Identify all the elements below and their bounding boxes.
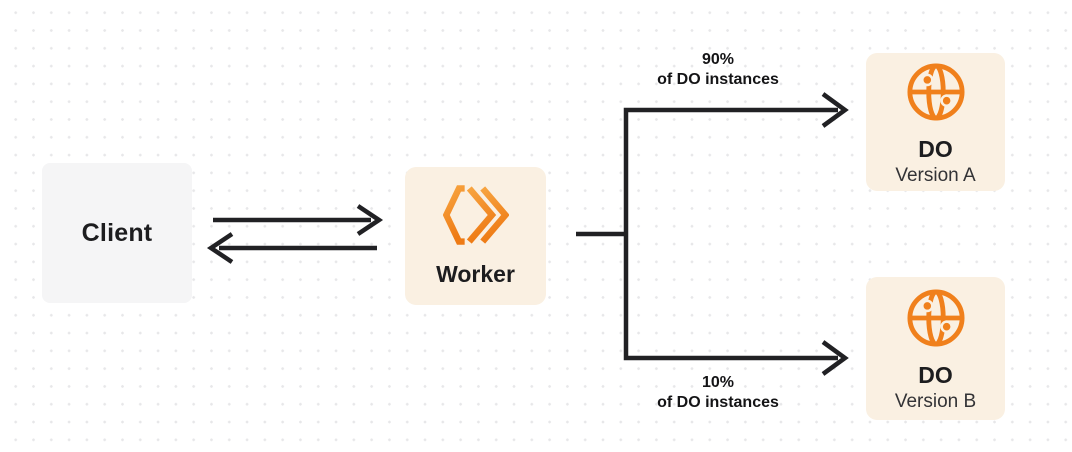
splitter-bracket-line	[623, 107, 838, 361]
client-label: Client	[81, 218, 153, 247]
do-version-a-subtitle: Version A	[895, 165, 976, 187]
worker-node: Worker	[405, 167, 546, 305]
branch-bottom-percent: 10%	[701, 374, 735, 391]
splitter-bottom-arrowhead-icon	[821, 340, 849, 376]
worker-label: Worker	[436, 260, 515, 287]
do-version-a-title: DO	[918, 136, 953, 162]
worker-to-client-arrowhead-icon	[206, 232, 234, 264]
client-node: Client	[42, 163, 192, 303]
branch-top-percent: 90%	[701, 51, 735, 68]
branch-bottom-label: 10% of DO instances	[608, 373, 828, 413]
cloudflare-workers-logo-icon	[442, 184, 509, 245]
do-version-a-node: DO Version A	[866, 53, 1005, 191]
do-version-b-title: DO	[918, 362, 953, 388]
do-version-b-node: DO Version B	[866, 277, 1005, 420]
branch-top-caption: of DO instances	[657, 71, 779, 88]
client-to-worker-arrowhead-icon	[356, 204, 384, 236]
splitter-top-arrowhead-icon	[821, 92, 849, 128]
globe-icon	[906, 63, 965, 121]
branch-bottom-caption: of DO instances	[657, 394, 779, 411]
branch-top-label: 90% of DO instances	[608, 50, 828, 90]
do-version-b-subtitle: Version B	[894, 391, 977, 413]
globe-icon	[906, 289, 965, 347]
